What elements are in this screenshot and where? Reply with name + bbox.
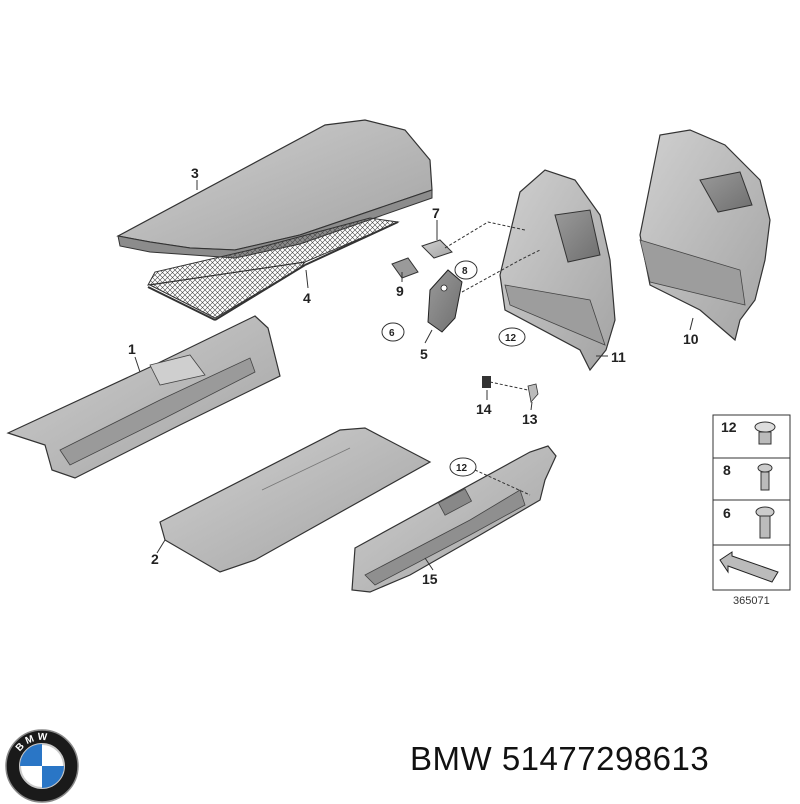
legend-label-6: 6 [723,505,731,521]
side-trim-part [6,315,281,479]
brand-name: BMW [410,740,493,777]
legend-label-8: 8 [723,462,731,478]
callout-2: 2 [151,551,159,567]
latch-part [421,239,453,259]
small-fastener-parts [482,376,539,403]
svg-text:12: 12 [456,463,468,474]
flange-bolt-icon [755,506,775,539]
callout-3: 3 [191,165,199,181]
callout-11: 11 [611,349,626,365]
callout-13: 13 [522,411,538,427]
callout-12-circled-b: 12 [449,457,477,477]
callout-14: 14 [476,401,492,417]
direction-arrow-icon [719,551,779,583]
svg-text:12: 12 [505,333,517,344]
leader-lines [444,221,541,496]
bracket-part [427,269,463,333]
reference-number: 365071 [733,595,770,607]
callout-7: 7 [432,205,440,221]
callout-12-circled-a: 12 [498,327,526,347]
callout-9: 9 [396,283,404,299]
floor-mat-part [159,427,432,573]
callout-8-circled: 8 [454,260,478,280]
callout-5: 5 [420,346,428,362]
legend-label-12: 12 [721,419,737,435]
part-label: BMW 51477298613 [410,740,709,778]
left-side-panel-part [499,169,616,372]
callout-4: 4 [303,290,311,306]
svg-text:6: 6 [389,328,395,339]
part-number: 51477298613 [501,740,710,777]
luggage-net-part [147,217,400,321]
right-side-panel-part [639,129,771,342]
callout-10: 10 [683,331,699,347]
screw-icon [757,463,773,491]
parcel-shelf-part [116,119,433,259]
svg-text:8: 8 [462,266,468,277]
push-rivet-icon [754,421,776,445]
bmw-logo: BMW [5,729,79,803]
loading-sill-part [351,445,557,593]
callout-lines [134,180,694,571]
callout-1: 1 [128,341,136,357]
callout-6-circled: 6 [381,322,405,342]
clip-part [391,257,419,279]
fastener-legend: 12 8 6 [712,414,791,591]
callout-15: 15 [422,571,438,587]
